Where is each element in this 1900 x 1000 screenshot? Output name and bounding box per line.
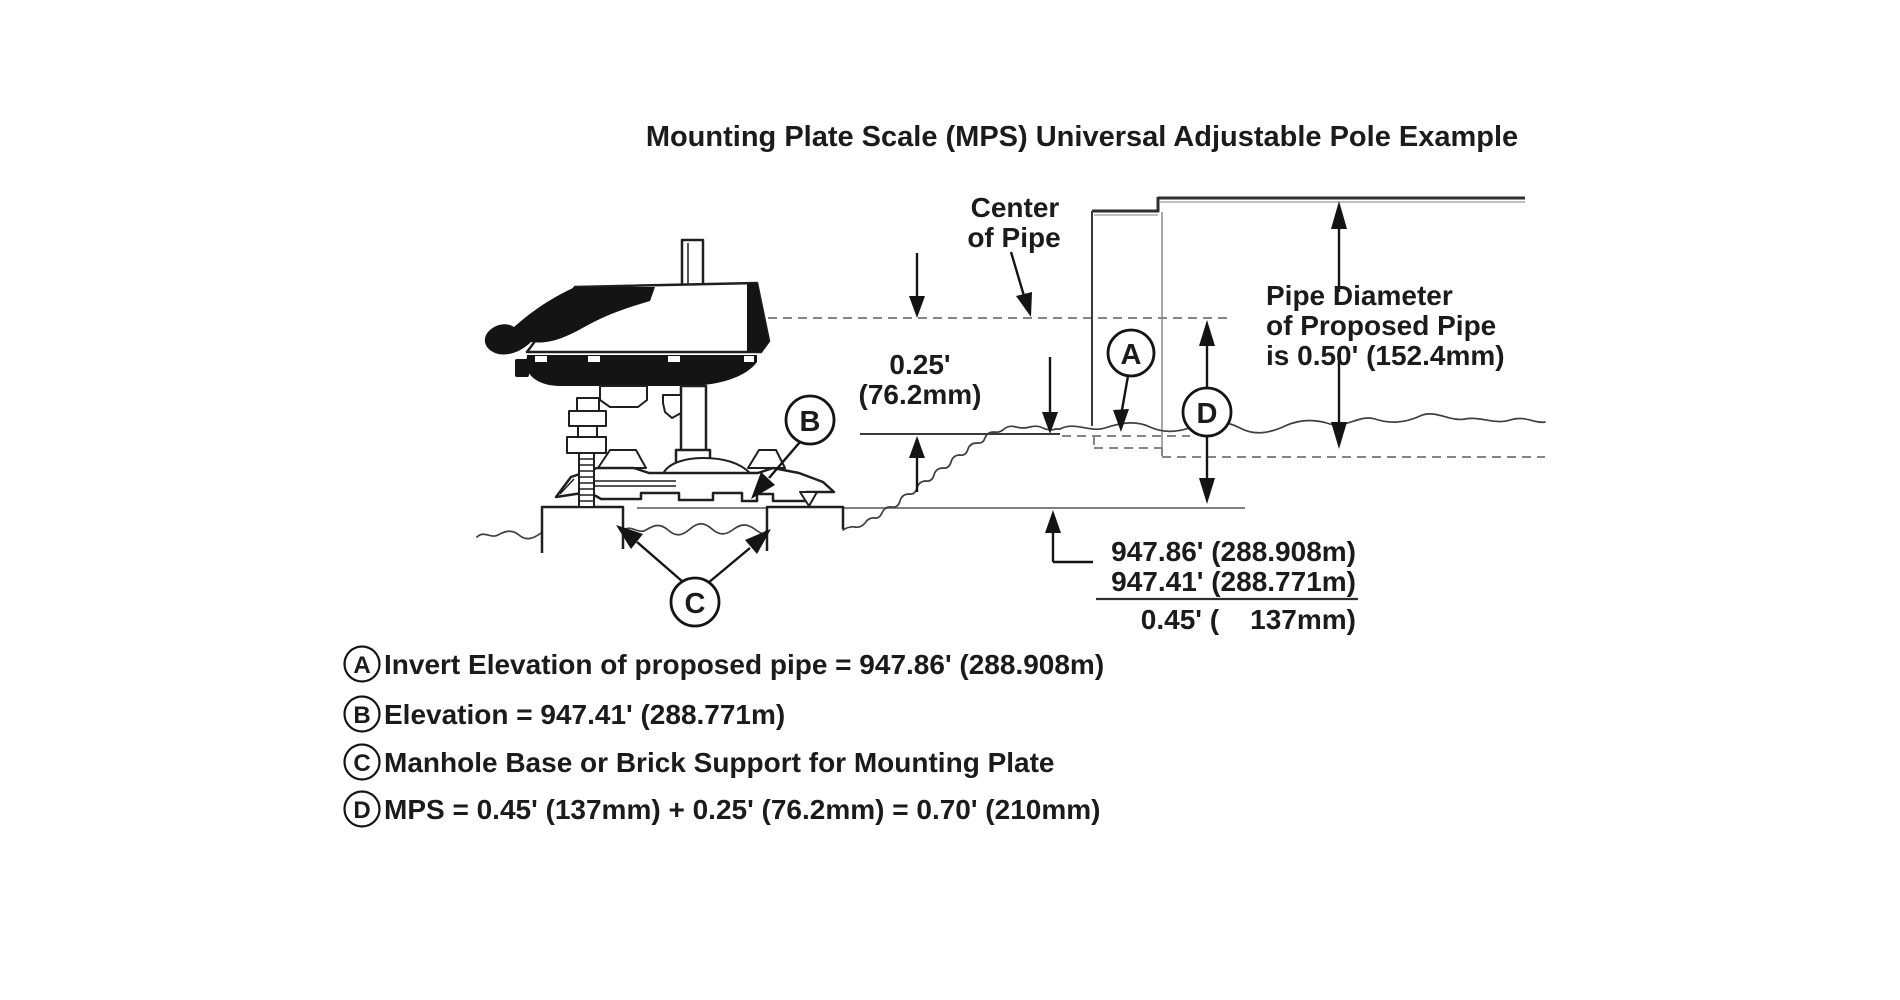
callout-c-right-leader bbox=[707, 547, 751, 584]
callout-b-leader bbox=[768, 441, 801, 479]
legend-d-text: MPS = 0.45' (137mm) + 0.25' (76.2mm) = 0… bbox=[384, 794, 1100, 825]
leveling-nut-4 bbox=[566, 436, 607, 454]
callout-c-left-leader bbox=[636, 541, 684, 583]
center-of-pipe-leader bbox=[1009, 251, 1026, 297]
center-of-pipe-arrowhead bbox=[1016, 292, 1032, 317]
pole-hook bbox=[662, 394, 682, 419]
legend-d-circle bbox=[343, 790, 381, 828]
callout-b-arrowhead bbox=[751, 472, 775, 499]
slab-tab-4 bbox=[744, 356, 754, 362]
base-slab-left-nub bbox=[515, 359, 529, 377]
pipe-diameter-label-line3: is 0.50' (152.4mm) bbox=[1266, 340, 1505, 371]
instrument-body-right-band bbox=[747, 283, 769, 352]
leveling-nut-1 bbox=[576, 397, 600, 412]
callout-c-left-arrowhead bbox=[616, 525, 643, 549]
legend-a-text: Invert Elevation of proposed pipe = 947.… bbox=[384, 649, 1104, 680]
slab-tab-3 bbox=[668, 356, 680, 362]
offset-dim-bottom-arrowhead bbox=[1045, 510, 1061, 533]
radius-dim-bottom-arrowhead bbox=[909, 436, 925, 458]
legend-c-letter: C bbox=[353, 750, 370, 777]
legend-c-text: Manhole Base or Brick Support for Mounti… bbox=[384, 747, 1055, 778]
callout-d-circle bbox=[1181, 386, 1233, 438]
support-block-right bbox=[765, 505, 845, 551]
instrument-top-rod bbox=[680, 238, 705, 290]
legend-b-text: Elevation = 947.41' (288.771m) bbox=[384, 699, 785, 730]
legend-c-circle bbox=[343, 743, 381, 781]
leveling-nut-2 bbox=[568, 410, 607, 427]
callout-b-circle bbox=[784, 394, 836, 446]
ground-line-right bbox=[1059, 413, 1546, 434]
plate-saddle bbox=[662, 457, 751, 475]
instrument-handle bbox=[484, 287, 655, 355]
calc-subtrahend: 947.41' (288.771m) bbox=[1111, 566, 1356, 597]
legend-d-letter: D bbox=[353, 797, 370, 824]
ground bbox=[476, 413, 1546, 540]
leveling-nut-3 bbox=[577, 425, 598, 438]
mps-dim-down-arrowhead bbox=[1199, 478, 1215, 504]
mps-dim-up-arrowhead bbox=[1199, 320, 1215, 346]
instrument bbox=[484, 238, 836, 508]
callout-circles: A B C D bbox=[669, 328, 1233, 628]
radius-dim-label-line1: 0.25' bbox=[889, 349, 950, 380]
legend: A Invert Elevation of proposed pipe = 94… bbox=[343, 645, 1104, 828]
threaded-rod bbox=[578, 452, 595, 508]
support-blocks bbox=[540, 505, 845, 553]
calc-minuend: 947.86' (288.908m) bbox=[1111, 536, 1356, 567]
ground-line-right-slope bbox=[842, 425, 1061, 531]
legend-b-letter: B bbox=[353, 702, 370, 729]
callout-d-letter: D bbox=[1197, 398, 1218, 430]
radius-dim-top-arrowhead bbox=[909, 296, 925, 318]
callout-a-leader bbox=[1120, 375, 1130, 411]
callout-a-arrowhead bbox=[1113, 409, 1129, 432]
center-of-pipe-label-line1: Center bbox=[971, 192, 1060, 223]
pipe-dia-down-arrowhead bbox=[1331, 422, 1347, 449]
pipe-diameter-label-line1: Pipe Diameter bbox=[1266, 280, 1453, 311]
pipe-dia-up-arrowhead bbox=[1331, 201, 1347, 229]
ground-line-left bbox=[476, 530, 542, 540]
under-bracket bbox=[599, 385, 648, 408]
slab-tab-2 bbox=[588, 356, 600, 362]
support-block-left bbox=[540, 505, 625, 553]
offset-dim-top-arrowhead bbox=[1042, 412, 1058, 434]
legend-a-circle bbox=[343, 645, 381, 683]
mounting-plate bbox=[554, 466, 836, 503]
callout-c-circle bbox=[669, 576, 721, 628]
legend-b-circle bbox=[343, 695, 381, 733]
ground-line-middle bbox=[622, 522, 768, 536]
pipe-diameter-label-line2: of Proposed Pipe bbox=[1266, 310, 1496, 341]
plate-spike bbox=[799, 491, 818, 507]
pole bbox=[679, 384, 708, 458]
legend-a-letter: A bbox=[353, 652, 370, 679]
callout-c-right-arrowhead bbox=[745, 529, 771, 554]
proposed-pipe bbox=[1091, 196, 1545, 458]
dimension-arrows bbox=[616, 201, 1347, 584]
callout-a-letter: A bbox=[1121, 339, 1142, 371]
plate-detail-line-3 bbox=[559, 478, 575, 495]
callout-b-letter: B bbox=[800, 406, 821, 438]
figure-title: Mounting Plate Scale (MPS) Universal Adj… bbox=[646, 121, 1518, 153]
thread-lines bbox=[580, 458, 593, 502]
center-of-pipe-label-line2: of Pipe bbox=[967, 222, 1060, 253]
slab-tab-1 bbox=[535, 356, 547, 362]
instrument-base-slab bbox=[526, 355, 757, 386]
diagram-text: Mounting Plate Scale (MPS) Universal Adj… bbox=[646, 121, 1518, 635]
calc-difference: 0.45' ( 137mm) bbox=[1141, 604, 1356, 635]
radius-dim-label-line2: (76.2mm) bbox=[859, 379, 982, 410]
reference-lines bbox=[637, 317, 1245, 509]
leveling-screw-tower bbox=[566, 397, 607, 508]
callout-c-letter: C bbox=[685, 588, 706, 620]
callout-a-circle bbox=[1106, 328, 1156, 378]
